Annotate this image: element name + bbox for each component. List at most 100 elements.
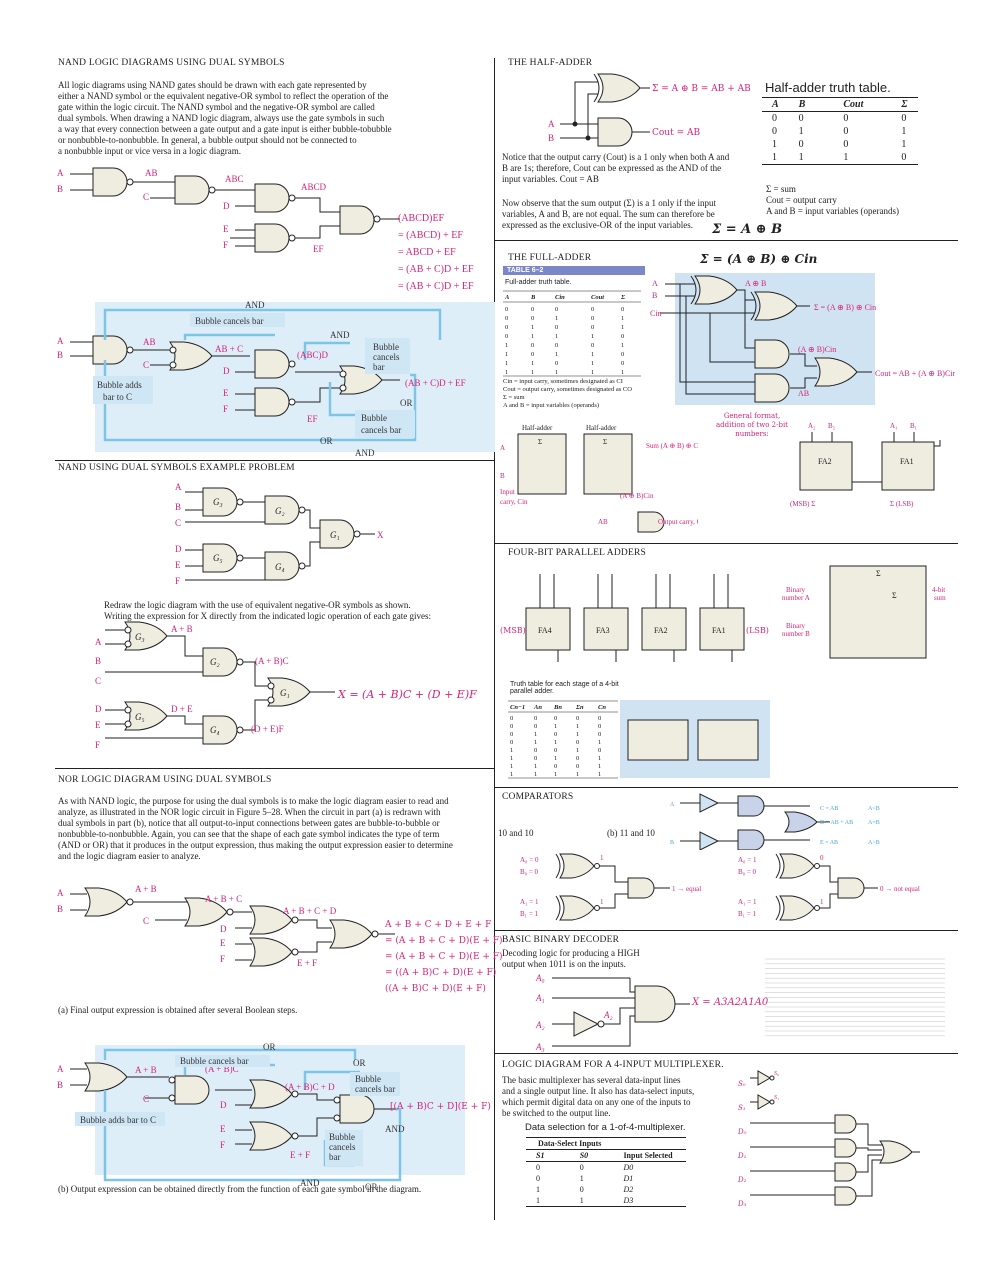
svg-text:D: D <box>220 1100 227 1110</box>
table-cell: 0 <box>555 324 558 331</box>
full-adder-block <box>525 607 571 651</box>
svg-text:B: B <box>57 350 63 360</box>
table-cell: 1 <box>531 333 534 340</box>
nand-example-diagrams: ABC DEF G₃ G₂ G₁ G₅ G₄ X ABC DEF G₃ G₂ G… <box>95 482 384 750</box>
table-cell: 0 <box>591 342 594 349</box>
svg-text:AB: AB <box>798 389 809 398</box>
svg-text:OR: OR <box>353 1058 366 1068</box>
table-header: S1 <box>526 1149 570 1162</box>
svg-text:bar: bar <box>329 1152 341 1162</box>
svg-text:A ⊕ B: A ⊕ B <box>745 279 766 288</box>
svg-text:F: F <box>223 240 228 250</box>
mux-d3-label: D₃ <box>738 1200 747 1208</box>
table-cell: 1 <box>598 755 601 762</box>
nor-expr-line: = ((A + B)C + D)(E + F) <box>385 968 497 978</box>
nand-expr-line: = (ABCD) + EF <box>398 230 463 241</box>
table-header: B <box>788 97 816 112</box>
nand-para-line: dual symbols. When drawing a NAND logic … <box>58 113 385 123</box>
table-cell: 1 <box>554 739 557 746</box>
full-adder-title: THE FULL-ADDER <box>508 253 592 263</box>
nor-para-line: nonbubble-to-nonbubble. Again, you can s… <box>58 829 440 839</box>
table-cell: 1 <box>621 315 624 322</box>
svg-text:number A: number A <box>782 594 810 602</box>
nand-example-paragraph: Redraw the logic diagram with the use of… <box>104 600 431 622</box>
svg-text:Σ (LSB): Σ (LSB) <box>890 500 914 508</box>
mux-s0-label: S₀ <box>738 1080 746 1088</box>
svg-text:A: A <box>500 444 505 452</box>
svg-text:B₁ = 1: B₁ = 1 <box>520 910 539 918</box>
legend-line: Σ = sum <box>766 184 796 194</box>
svg-text:bar: bar <box>373 362 385 372</box>
svg-text:B: B <box>652 291 657 300</box>
svg-text:cancels: cancels <box>373 352 400 362</box>
table-cell: 1 <box>505 369 508 376</box>
svg-text:Bubble cancels bar: Bubble cancels bar <box>180 1056 248 1066</box>
para-line: which permit digital data on any one of … <box>502 1097 691 1107</box>
para-line: Now observe that the sum output (Σ) is a… <box>502 198 716 208</box>
table-cell: 0 <box>510 723 513 730</box>
comparators-sub-a: 10 and 10 <box>498 828 534 838</box>
svg-text:S₁: S₁ <box>774 1095 779 1101</box>
table-cell: 1 <box>591 351 594 358</box>
legend-line: Cout = output carry <box>766 195 837 205</box>
svg-text:A + B: A + B <box>135 1065 157 1075</box>
table-cell: 0 <box>621 360 624 367</box>
table-cell: 0 <box>505 324 508 331</box>
table-cell: 0 <box>621 333 624 340</box>
nand-expr-line: = (AB + C)D + EF <box>398 264 474 275</box>
nand-expression-steps: (ABCD)EF = (ABCD) + EF = ABCD + EF = (AB… <box>398 210 474 295</box>
nand-example-line: Redraw the logic diagram with the use of… <box>104 600 411 610</box>
svg-text:(A ⊕ B)Cin: (A ⊕ B)Cin <box>620 492 654 500</box>
para-line: output when 1011 is on the inputs. <box>502 959 626 969</box>
nor-para-line: (AND or OR) that it produces in the outp… <box>58 840 453 850</box>
svg-text:B: B <box>57 1080 63 1090</box>
nand-paragraph: All logic diagrams using NAND gates shou… <box>58 80 488 157</box>
table-cell: 1 <box>531 369 534 376</box>
svg-text:(A ⊕ B)Cin: (A ⊕ B)Cin <box>798 345 836 354</box>
mux-data-selection-table: Data-Select Inputs S1 S0 Input Selected … <box>526 1137 686 1207</box>
decoder-title: BASIC BINARY DECODER <box>502 935 620 945</box>
table-header: Σ <box>873 97 918 112</box>
svg-text:A: A <box>57 168 64 178</box>
svg-text:AB: AB <box>598 518 608 526</box>
nor-expr-line: A + B + C + D + E + F <box>385 920 492 930</box>
svg-text:G₃: G₃ <box>213 497 223 507</box>
svg-text:B: B <box>670 840 674 846</box>
full-adder-legend: Cin = input carry, sometimes designated … <box>503 378 632 410</box>
table-header: Cn−1 <box>510 704 525 711</box>
svg-text:EF: EF <box>313 244 324 254</box>
para-line: input variables. Cout = AB <box>502 174 599 184</box>
svg-text:D: D <box>95 704 102 714</box>
table-cell: 1 <box>576 771 579 778</box>
nor-expr-line: ((A + B)C + D)(E + F) <box>385 984 486 994</box>
svg-text:ABC: ABC <box>225 174 244 184</box>
table-cell: 0 <box>598 731 601 738</box>
table-header: Cn <box>598 704 606 711</box>
svg-text:A₀: A₀ <box>535 973 545 983</box>
svg-text:B₀ = 0: B₀ = 0 <box>738 868 757 876</box>
table-header: Bn <box>553 704 562 711</box>
svg-text:A: A <box>57 888 64 898</box>
comparators-title: COMPARATORS <box>502 792 574 802</box>
svg-text:A>B: A>B <box>868 840 880 846</box>
svg-text:OR: OR <box>320 436 333 446</box>
svg-text:A₀ = 1: A₀ = 1 <box>738 856 757 864</box>
svg-text:A: A <box>652 279 658 288</box>
nand-example-title: NAND USING DUAL SYMBOLS EXAMPLE PROBLEM <box>58 463 295 473</box>
svg-text:carry, Cin: carry, Cin <box>500 498 528 506</box>
svg-text:OR: OR <box>400 398 413 408</box>
svg-text:B: B <box>500 472 505 480</box>
svg-text:B: B <box>175 502 181 512</box>
half-adder-cout-expression: Cout = AB <box>652 128 701 138</box>
mux-title: LOGIC DIAGRAM FOR A 4-INPUT MULTIPLEXER. <box>502 1060 724 1070</box>
table-cell: 1 <box>591 360 594 367</box>
half-adder-para2: Now observe that the sum output (Σ) is a… <box>502 198 716 231</box>
svg-text:X: X <box>377 530 384 540</box>
svg-text:G₃: G₃ <box>135 632 145 642</box>
svg-text:Bubble: Bubble <box>355 1074 381 1084</box>
para-line: and a single output line. It also has da… <box>502 1086 695 1096</box>
svg-text:Bubble adds: Bubble adds <box>97 380 142 390</box>
table-cell: 0 <box>598 715 601 722</box>
svg-text:E: E <box>220 938 226 948</box>
